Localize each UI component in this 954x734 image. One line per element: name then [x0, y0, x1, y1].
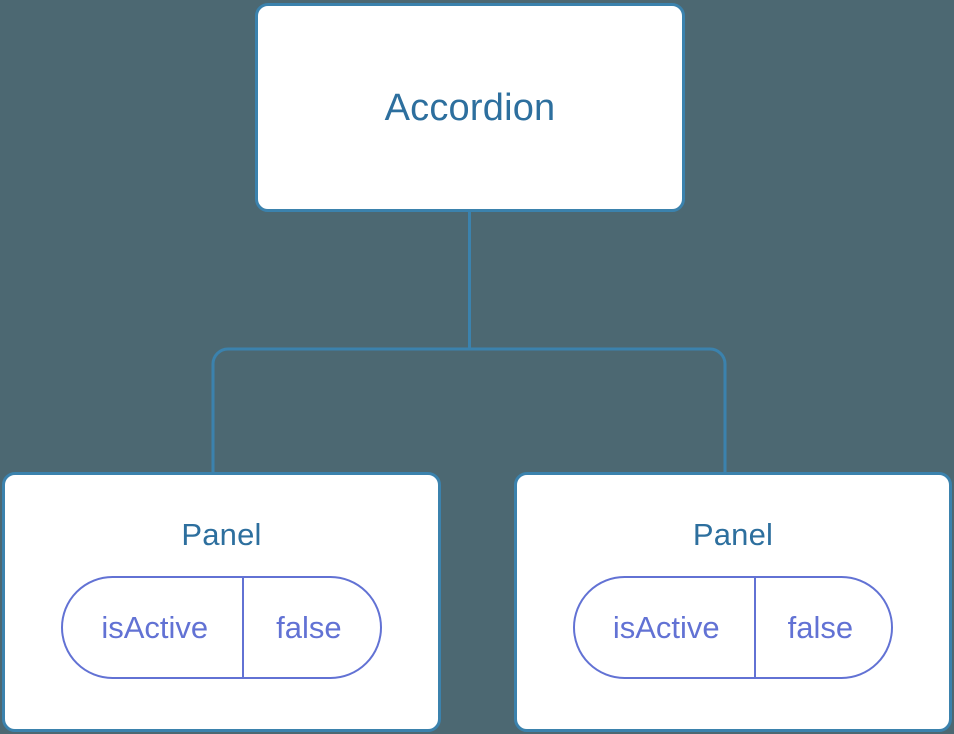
- state-key-left: isActive: [101, 610, 209, 645]
- node-panel-left-title: Panel: [181, 517, 262, 552]
- connector-to-right-child: [469, 347, 727, 474]
- state-value-left: false: [242, 578, 379, 677]
- node-panel-right-title: Panel: [692, 517, 774, 552]
- connector-to-left-child: [211, 347, 470, 474]
- node-accordion-title: Accordion: [384, 86, 556, 129]
- node-accordion[interactable]: Accordion: [255, 3, 685, 212]
- state-key-right: isActive: [612, 610, 720, 645]
- node-panel-left[interactable]: Panel isActive false: [2, 472, 441, 732]
- state-value-right: false: [753, 578, 891, 677]
- state-pill-left[interactable]: isActive false: [61, 576, 382, 679]
- node-panel-right[interactable]: Panel isActive false: [514, 472, 952, 732]
- state-pill-right[interactable]: isActive false: [572, 576, 894, 679]
